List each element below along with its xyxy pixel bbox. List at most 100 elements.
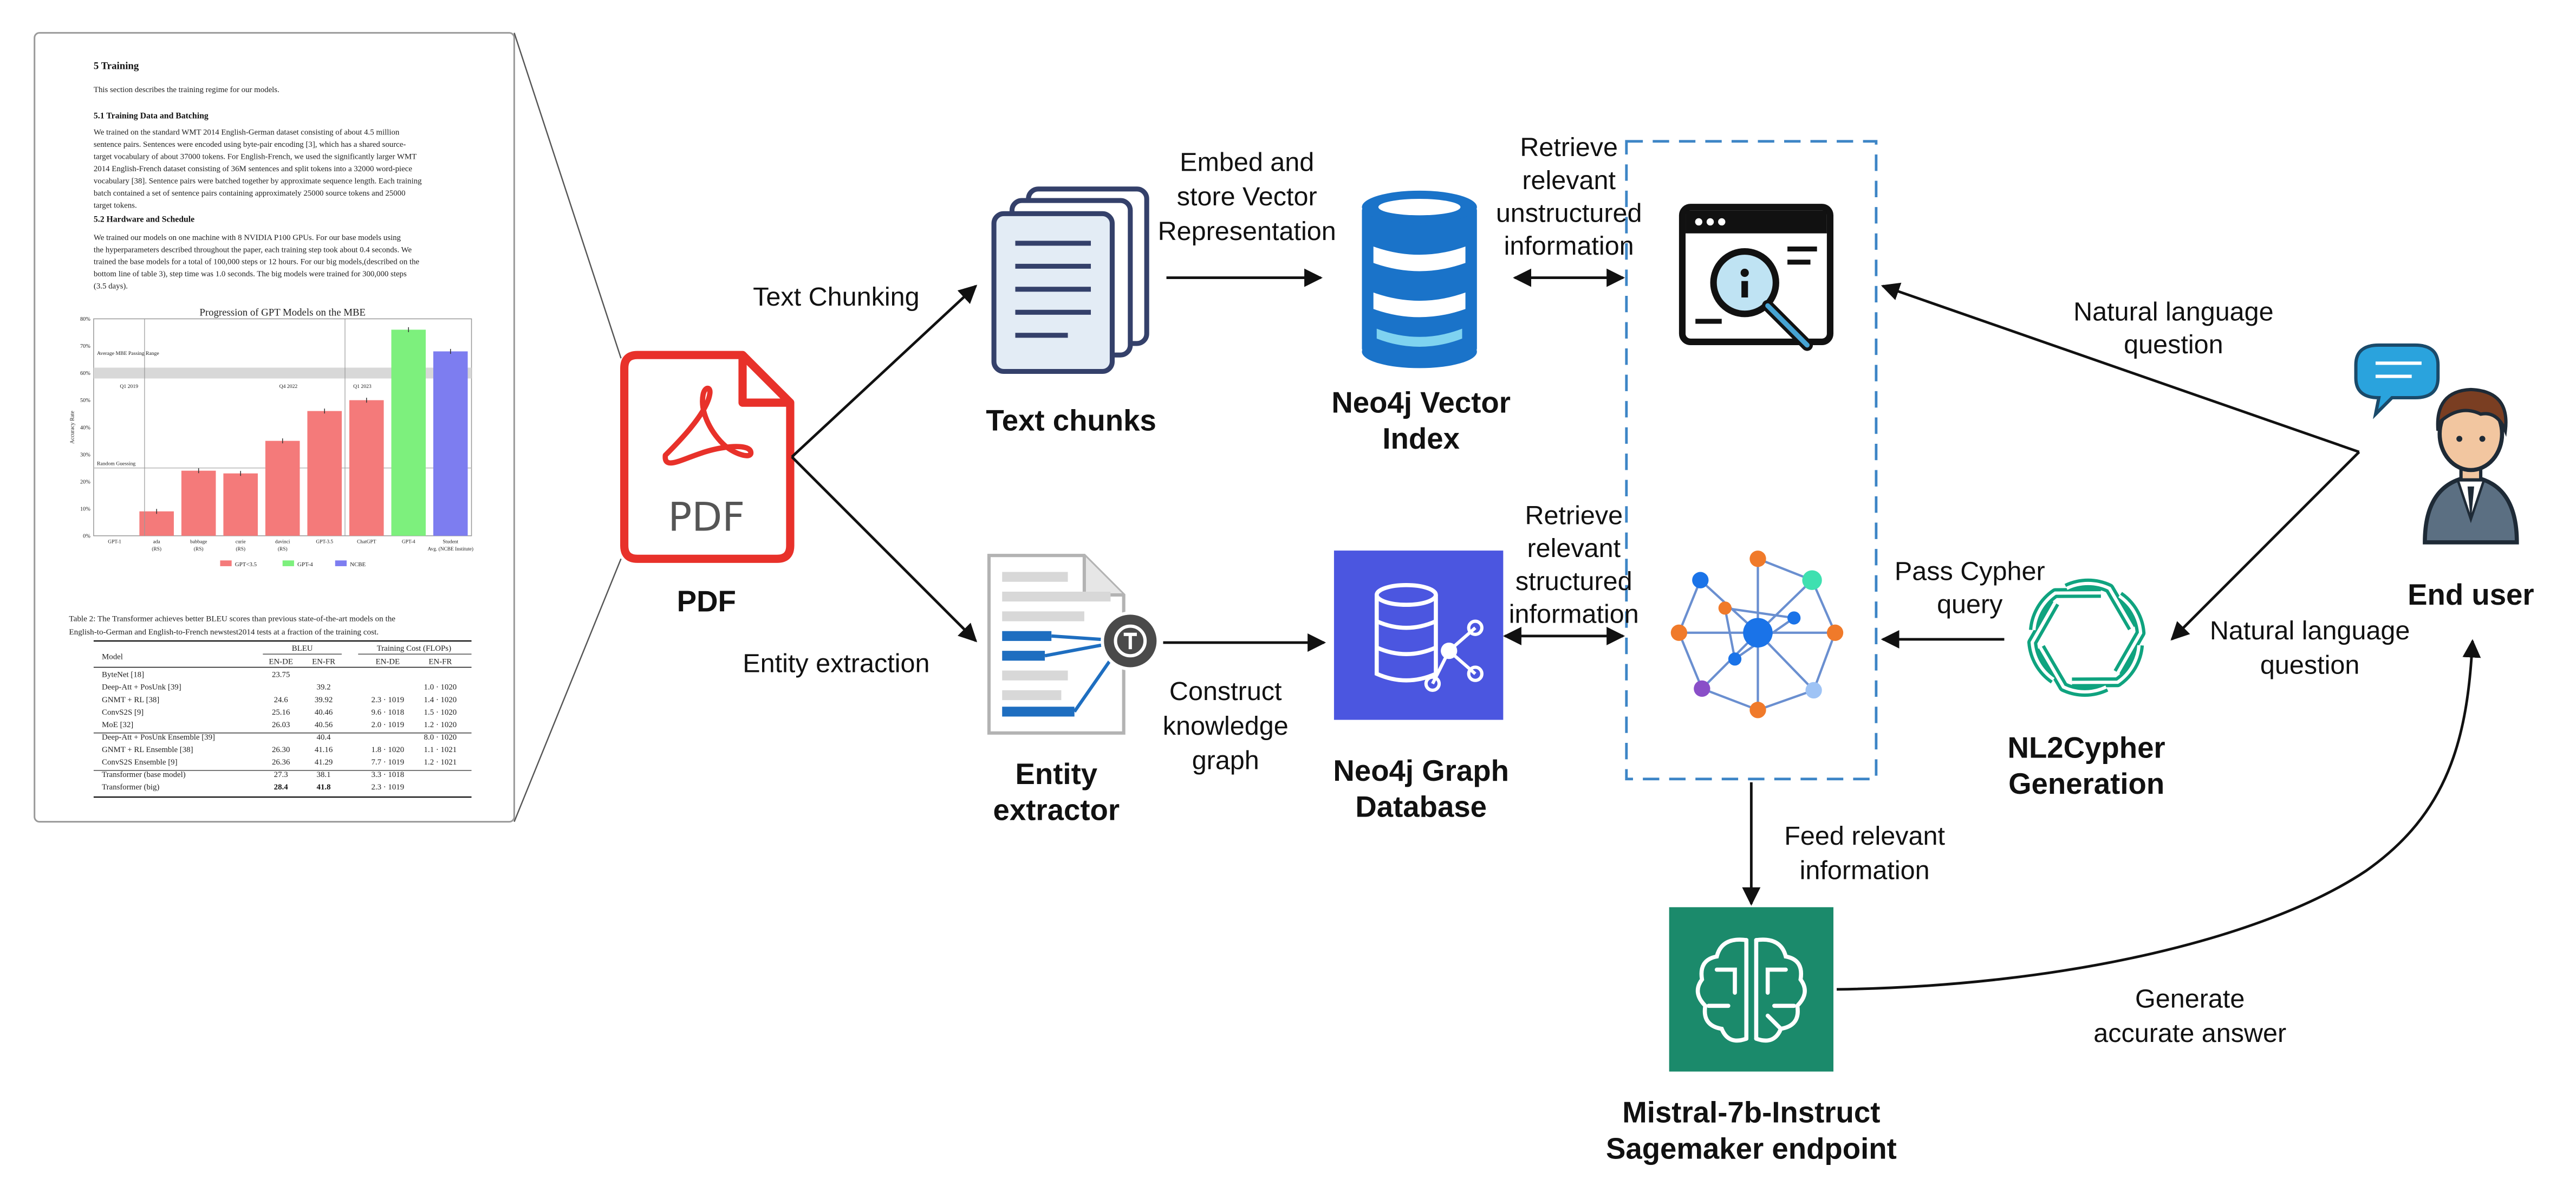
nl-question-bottom-line-2: question bbox=[2260, 651, 2359, 680]
retrieve-structured-line-2: relevant bbox=[1527, 534, 1621, 563]
table-cell: 1.2 · 1020 bbox=[424, 721, 457, 729]
chart-y-axis-label: Accuracy Rate bbox=[69, 411, 75, 444]
document-preview: 5 Training This section describes the tr… bbox=[34, 32, 622, 823]
chart-x-tick: davinci bbox=[275, 539, 290, 545]
generate-answer-line-2: accurate answer bbox=[2093, 1019, 2286, 1048]
table-cell: 41.16 bbox=[315, 746, 333, 754]
arrow-user-to-search bbox=[1881, 282, 2360, 454]
chart-bar bbox=[139, 511, 174, 536]
chart-x-tick: ChatGPT bbox=[357, 539, 376, 545]
table-cell: 26.03 bbox=[272, 721, 290, 729]
table-cell: 1.4 · 1020 bbox=[424, 696, 457, 704]
nl2cypher-label-line-2: Generation bbox=[2008, 767, 2164, 800]
table-subheader: EN-DE bbox=[269, 657, 293, 666]
chart-x-tick-sub: (RS) bbox=[236, 546, 245, 552]
nl-question-bottom-line-1: Natural language bbox=[2210, 616, 2410, 645]
knowledge-graph-network-icon bbox=[1670, 551, 1844, 718]
doc-sub2-line: We trained our models on one machine wit… bbox=[94, 234, 401, 242]
table-subheader: EN-FR bbox=[428, 657, 452, 666]
construct-label-line-1: Construct bbox=[1169, 677, 1282, 706]
doc-section-title: 5 Training bbox=[94, 60, 139, 72]
vector-index-label-line-1: Neo4j Vector bbox=[1331, 386, 1511, 419]
chart-y-tick: 80% bbox=[80, 316, 90, 322]
graph-db-label-line-1: Neo4j Graph bbox=[1333, 754, 1509, 787]
table-caption-line-2: English-to-German and English-to-French … bbox=[69, 627, 379, 637]
construct-label-line-2: knowledge bbox=[1163, 711, 1289, 741]
feed-info-line-1: Feed relevant bbox=[1784, 821, 1945, 851]
table-cell: 2.3 · 1019 bbox=[371, 696, 404, 704]
doc-sub1-line: We trained on the standard WMT 2014 Engl… bbox=[94, 128, 400, 137]
table-cell-model: Transformer (big) bbox=[102, 783, 159, 792]
chart-legend-label: GPT<3.5 bbox=[235, 561, 257, 568]
chart-bar bbox=[181, 470, 216, 536]
retrieve-structured-line-1: Retrieve bbox=[1525, 501, 1623, 530]
table-cell: 1.2 · 1021 bbox=[424, 758, 457, 767]
table-cell: 26.30 bbox=[272, 746, 290, 754]
retrieve-structured-line-4: information bbox=[1509, 600, 1639, 629]
chart-legend-swatch bbox=[282, 560, 294, 566]
table-cell: 1.5 · 1020 bbox=[424, 708, 457, 717]
chart-legend-swatch bbox=[335, 560, 347, 566]
table-cell: 8.0 · 1020 bbox=[424, 733, 457, 742]
retriever-group-box bbox=[1625, 140, 1878, 781]
table-cell: 1.0 · 1020 bbox=[424, 683, 457, 692]
table-cell: 23.75 bbox=[272, 671, 290, 679]
table-header-cost: Training Cost (FLOPs) bbox=[377, 644, 451, 653]
pdf-icon-text: PDF bbox=[668, 495, 745, 541]
chart-x-tick: Student bbox=[443, 539, 458, 545]
nl2cypher-label-line-1: NL2Cypher bbox=[2008, 731, 2165, 764]
doc-sub1-title: 5.1 Training Data and Batching bbox=[94, 111, 209, 120]
chart-bar bbox=[223, 473, 258, 536]
doc-sub2-line: the hyperparameters described throughout… bbox=[94, 245, 412, 254]
vector-database-icon bbox=[1362, 190, 1477, 368]
table-cell: 26.36 bbox=[272, 758, 290, 767]
entity-extractor-label-line-2: extractor bbox=[993, 794, 1120, 827]
chart-bar bbox=[265, 441, 300, 536]
table-cell: 2.3 · 1019 bbox=[371, 783, 404, 792]
table-cell-model: ConvS2S Ensemble [9] bbox=[102, 758, 178, 767]
mistral-label-line-2: Sagemaker endpoint bbox=[1606, 1132, 1897, 1165]
end-user-label: End user bbox=[2408, 578, 2534, 611]
chart-annotation: Average MBE Passing Range bbox=[97, 351, 159, 357]
chart-bar bbox=[391, 329, 426, 536]
table-subheader: EN-DE bbox=[376, 657, 400, 666]
text-chunks-icon bbox=[991, 186, 1149, 374]
retrieve-unstructured-line-3: unstructured bbox=[1496, 198, 1642, 228]
chart-annotation: Q1 2019 bbox=[120, 384, 138, 390]
mistral-label-line-1: Mistral-7b-Instruct bbox=[1622, 1096, 1880, 1129]
acrobat-logo-icon bbox=[662, 385, 754, 466]
pass-cypher-line-2: query bbox=[1937, 590, 2003, 619]
chart-legend-label: GPT-4 bbox=[297, 561, 313, 568]
flow-arrows bbox=[791, 268, 2481, 991]
table-cell: 40.4 bbox=[317, 733, 331, 742]
sagemaker-model-icon bbox=[1669, 907, 1834, 1072]
chart-legend-label: NCBE bbox=[350, 561, 366, 568]
doc-sub1-line: target tokens. bbox=[94, 201, 137, 210]
nl-question-top-line-2: question bbox=[2124, 330, 2223, 359]
chart-annotation: Q4 2022 bbox=[279, 384, 298, 390]
chart-x-tick: ada bbox=[153, 539, 161, 545]
text-chunks-label: Text chunks bbox=[986, 404, 1156, 437]
embed-label-line-3: Representation bbox=[1158, 217, 1336, 246]
text-chunking-label: Text Chunking bbox=[753, 282, 919, 312]
table-cell: 7.7 · 1019 bbox=[371, 758, 404, 767]
doc-sub1-paragraph: We trained on the standard WMT 2014 Engl… bbox=[94, 128, 422, 210]
doc-sub1-line: vocabulary [38]. Sentence pairs were bat… bbox=[94, 177, 422, 186]
table-cell: 3.3 · 1018 bbox=[371, 770, 404, 779]
chart-x-tick: GPT-1 bbox=[108, 539, 121, 545]
retrieve-unstructured-line-4: information bbox=[1504, 231, 1634, 261]
doc-sub2-title: 5.2 Hardware and Schedule bbox=[94, 215, 194, 224]
chart-bar bbox=[433, 351, 468, 536]
table-cell: 40.46 bbox=[315, 708, 333, 717]
entity-extraction-label: Entity extraction bbox=[743, 649, 929, 678]
retrieve-unstructured-line-1: Retrieve bbox=[1520, 133, 1618, 162]
graph-db-label-line-2: Database bbox=[1355, 790, 1487, 823]
chart-x-tick: GPT-4 bbox=[402, 539, 415, 545]
table-cell: 39.92 bbox=[315, 696, 333, 704]
chart-y-tick: 40% bbox=[80, 425, 90, 431]
chart-annotation: Q1 2023 bbox=[353, 384, 372, 390]
chart-x-tick-sub: (RS) bbox=[194, 546, 204, 552]
